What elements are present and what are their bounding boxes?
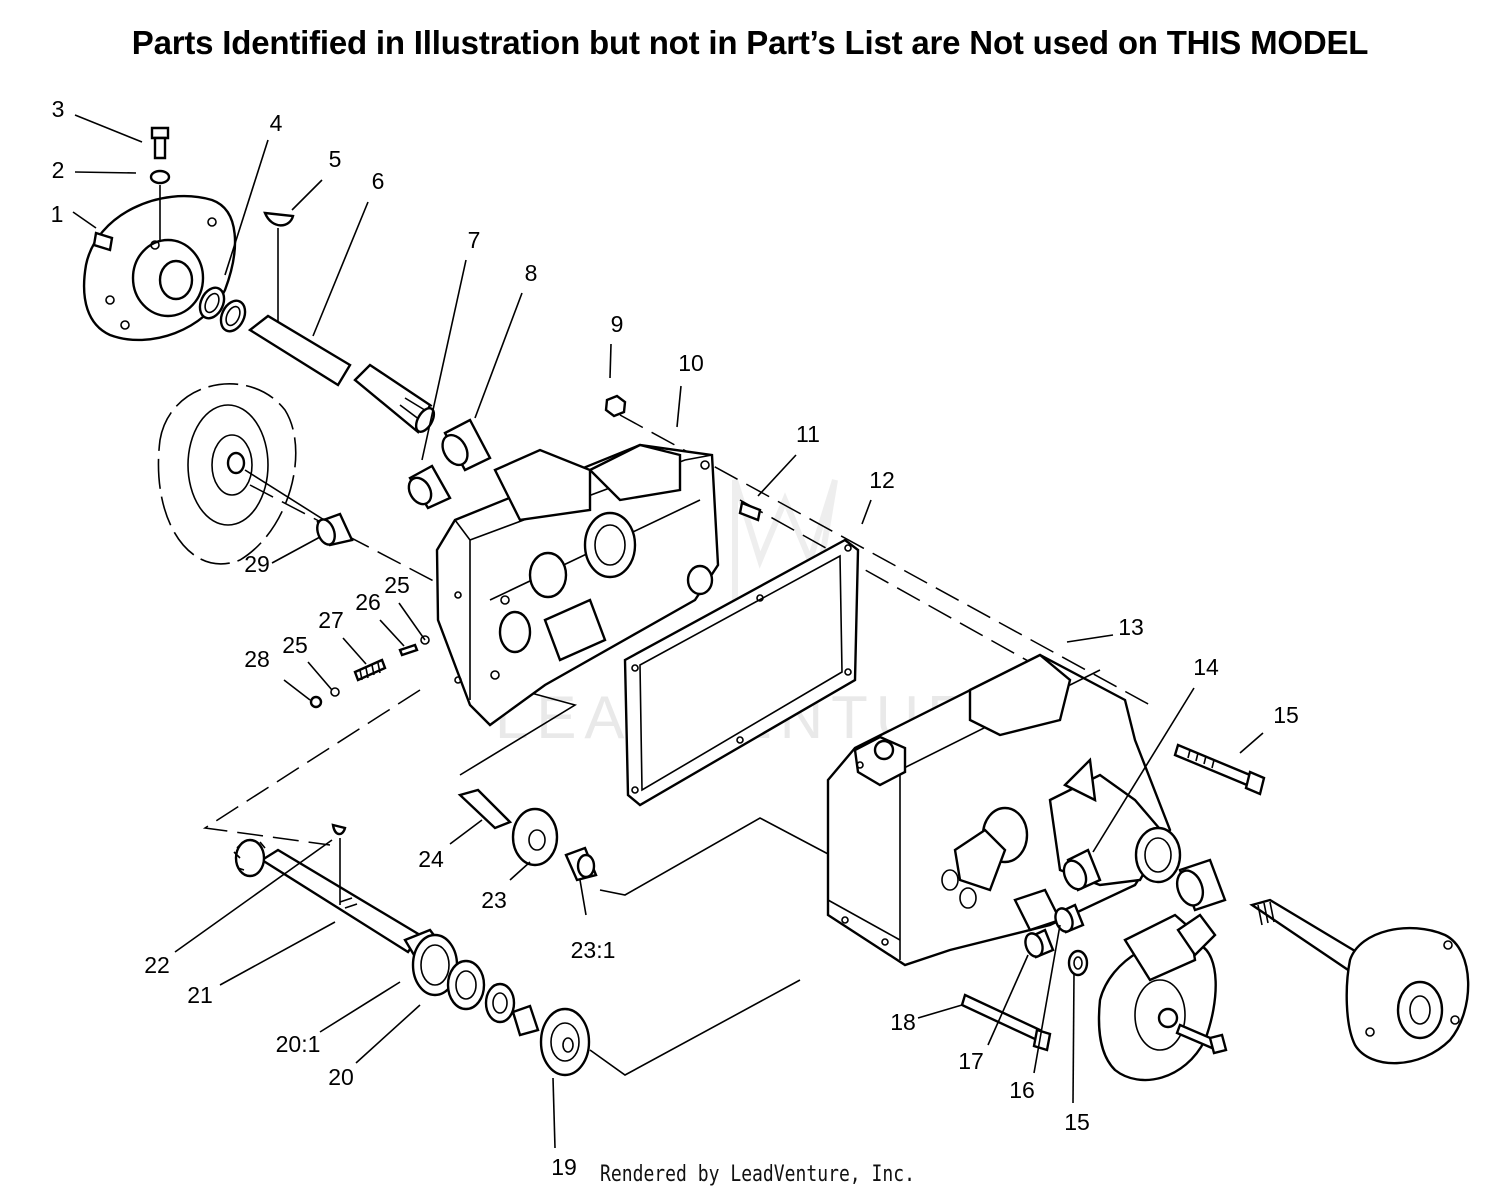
left-housing: [435, 443, 720, 727]
bolt-and-washer: [149, 126, 171, 240]
assembly-lines: [202, 414, 1151, 1076]
callout-c5: 5: [329, 146, 342, 172]
gasket: [623, 538, 860, 807]
callout-c25a: 25: [384, 572, 410, 598]
callout-c24: 24: [418, 846, 444, 872]
callout-c7: 7: [468, 227, 481, 253]
callout-c2: 2: [52, 157, 65, 183]
callout-c8: 8: [525, 260, 538, 286]
callout-c21: 21: [187, 982, 213, 1008]
long-bolt-top: [1173, 743, 1266, 796]
callout-c9: 9: [611, 311, 624, 337]
input-shaft: [247, 314, 436, 434]
dowel-pin: [738, 501, 762, 522]
callout-c15b: 15: [1064, 1109, 1090, 1135]
callout-c201: 20:1: [276, 1031, 321, 1057]
callout-c29: 29: [244, 551, 270, 577]
spacer-bushing: [316, 512, 354, 547]
right-bushing: [1062, 848, 1227, 912]
callout-c17: 17: [958, 1048, 984, 1074]
callout-c23: 23: [481, 887, 507, 913]
callout-c26: 26: [355, 589, 381, 615]
pulley: [157, 383, 341, 565]
woodruff-key: [263, 211, 295, 325]
brake-assembly: [1097, 913, 1228, 1082]
callout-c20: 20: [328, 1064, 354, 1090]
render-credit: Rendered by LeadVenture, Inc.: [600, 1162, 915, 1187]
callout-c3: 3: [52, 96, 65, 122]
callout-c12: 12: [869, 467, 895, 493]
leader-lines: [72, 114, 1264, 1149]
callout-c27: 27: [318, 607, 344, 633]
callout-c6: 6: [372, 168, 385, 194]
callout-c18: 18: [890, 1009, 916, 1035]
callout-c28: 28: [244, 646, 270, 672]
seal-rings: [198, 286, 247, 333]
callout-c10: 10: [678, 350, 704, 376]
hex-nut: [604, 394, 627, 418]
callout-c231: 23:1: [571, 937, 616, 963]
callout-c4: 4: [270, 110, 283, 136]
callout-c16: 16: [1009, 1077, 1035, 1103]
output-shaft-flange: [1249, 898, 1470, 1065]
callout-c14: 14: [1193, 654, 1219, 680]
callout-labels: 321456789101112131415292526272528242323:…: [51, 96, 1299, 1180]
gear-shaft-assembly: [233, 823, 591, 1077]
page-title: Parts Identified in Illustration but not…: [131, 24, 1369, 61]
callout-c13: 13: [1118, 614, 1144, 640]
callout-c22: 22: [144, 952, 170, 978]
callout-c1: 1: [51, 201, 64, 227]
callout-c19: 19: [551, 1154, 577, 1180]
callout-c11: 11: [796, 421, 820, 447]
flange-hub: [82, 195, 237, 342]
callout-c25b: 25: [282, 632, 308, 658]
bushings: [407, 418, 492, 510]
idler-gear: [457, 788, 598, 882]
detent-assembly: [309, 635, 430, 709]
callout-c15a: 15: [1273, 702, 1299, 728]
